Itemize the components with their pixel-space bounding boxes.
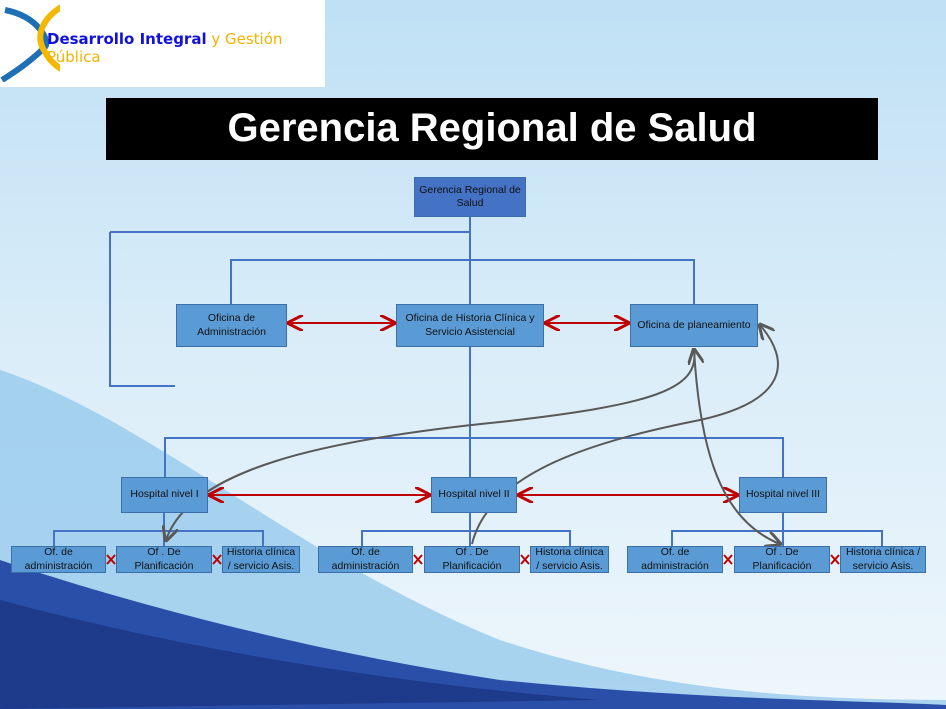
logo: Desarrollo Integral y Gestión Pública xyxy=(0,0,325,87)
logo-swoosh-icon xyxy=(0,4,60,82)
logo-text-2: y Gestión Pública xyxy=(47,30,283,66)
h3-admin-box: Of. de administración xyxy=(627,546,723,573)
h2-admin-box: Of. de administración xyxy=(318,546,413,573)
h3-planificacion-box: Of . De Planificación xyxy=(734,546,830,573)
h2-historia-box: Historia clínica / servicio Asis. xyxy=(530,546,609,573)
logo-text-1: Desarrollo Integral xyxy=(47,30,207,48)
oficina-planeamiento-box: Oficina de planeamiento xyxy=(630,304,758,347)
h1-historia-box: Historia clínica / servicio Asis. xyxy=(222,546,300,573)
hospital-nivel-2-box: Hospital nivel II xyxy=(431,477,517,513)
h1-admin-box: Of. de administración xyxy=(11,546,106,573)
h1-planificacion-box: Of . De Planificación xyxy=(116,546,212,573)
oficina-administracion-box: Oficina de Administración xyxy=(176,304,287,347)
slide-title: Gerencia Regional de Salud xyxy=(106,98,878,160)
oficina-historia-clinica-box: Oficina de Historia Clínica y Servicio A… xyxy=(396,304,544,347)
h3-historia-box: Historia clínica / servicio Asis. xyxy=(840,546,926,573)
hospital-nivel-1-box: Hospital nivel I xyxy=(121,477,208,513)
h2-planificacion-box: Of . De Planificación xyxy=(424,546,520,573)
hospital-nivel-3-box: Hospital nivel III xyxy=(739,477,827,513)
gerencia-regional-box: Gerencia Regional de Salud xyxy=(414,177,526,217)
